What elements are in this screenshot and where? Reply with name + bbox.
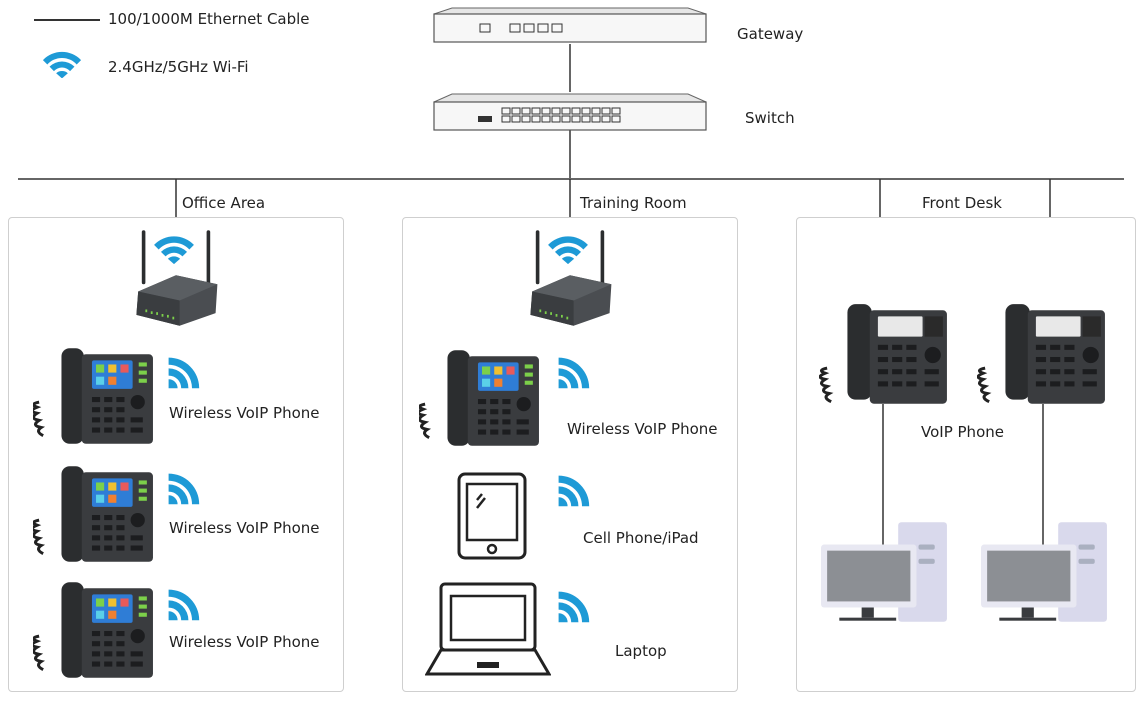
tablet-icon	[457, 472, 527, 560]
wifi-icon	[555, 588, 591, 624]
wifi-icon	[555, 472, 591, 508]
ethernet-line-icon	[34, 19, 100, 21]
switch-label: Switch	[745, 109, 795, 127]
router-icon	[525, 220, 615, 336]
wifi-icon	[165, 470, 201, 506]
switch-icon	[433, 93, 707, 131]
phone-icon	[419, 348, 541, 450]
phone-icon	[819, 302, 951, 414]
legend-cable-label: 100/1000M Ethernet Cable	[108, 10, 310, 28]
phone-icon	[33, 580, 155, 682]
gateway-icon	[433, 7, 707, 43]
office-area-panel: Wireless VoIP Phone Wireless VoIP Phone …	[8, 217, 344, 692]
device-label: Cell Phone/iPad	[583, 529, 699, 547]
wifi-icon	[555, 354, 591, 390]
legend: 100/1000M Ethernet Cable 2.4GHz/5GHz Wi-…	[0, 0, 330, 90]
wifi-icon	[165, 586, 201, 622]
training-room-title: Training Room	[580, 194, 687, 212]
device-label: Wireless VoIP Phone	[169, 404, 320, 422]
laptop-icon	[425, 582, 551, 676]
office-area-title: Office Area	[182, 194, 266, 212]
phone-icon	[977, 302, 1109, 414]
front-desk-panel: VoIP Phone	[796, 217, 1136, 692]
wifi-icon	[165, 354, 201, 390]
device-label: Wireless VoIP Phone	[567, 420, 718, 438]
wifi-icon	[40, 48, 84, 78]
training-room-panel: Wireless VoIP Phone Cell Phone/iPad Lapt…	[402, 217, 738, 692]
device-label: VoIP Phone	[921, 423, 1004, 441]
device-label: Laptop	[615, 642, 667, 660]
phone-icon	[33, 346, 155, 448]
legend-wifi-label: 2.4GHz/5GHz Wi-Fi	[108, 58, 249, 76]
router-icon	[131, 220, 221, 336]
phone-to-computer-lines	[882, 404, 1044, 548]
phone-icon	[33, 464, 155, 566]
device-label: Wireless VoIP Phone	[169, 519, 320, 537]
front-desk-title: Front Desk	[922, 194, 1002, 212]
device-label: Wireless VoIP Phone	[169, 633, 320, 651]
computer-icon	[979, 518, 1111, 630]
gateway-label: Gateway	[737, 25, 804, 43]
computer-icon	[819, 518, 951, 630]
